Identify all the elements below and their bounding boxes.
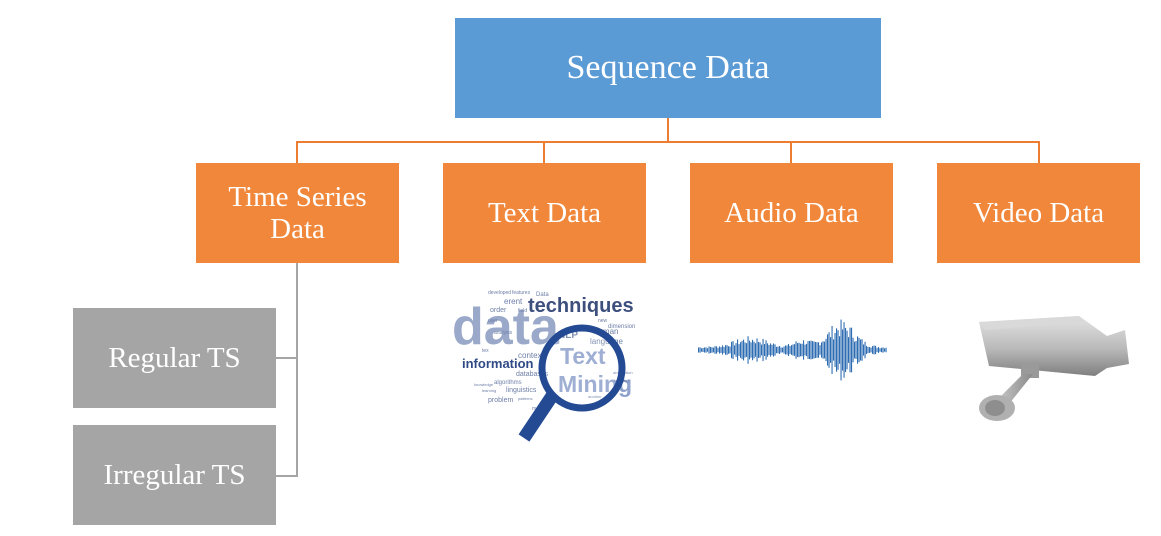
cloud-word: learning: [482, 388, 496, 393]
cloud-word: erent: [504, 297, 523, 306]
category-label: Audio Data: [724, 197, 859, 229]
cloud-word: analysis: [494, 330, 513, 336]
text-mining-word-cloud-image: data techniques information Text Mining …: [452, 290, 635, 442]
cloud-word: human: [594, 327, 618, 336]
category-label: Time Series Data: [228, 181, 367, 245]
waveform-bars: [698, 319, 887, 381]
cloud-word: language: [590, 337, 623, 346]
cloud-word: patterns: [518, 396, 532, 401]
cloud-word: information: [462, 356, 534, 371]
cloud-word: problem: [488, 397, 513, 404]
magnifier-handle: [518, 392, 558, 442]
regular-ts-label: Regular TS: [108, 341, 241, 374]
root-connector-stem: [667, 118, 669, 142]
regular-ts-node: Regular TS: [73, 308, 276, 408]
category-time-series: Time Series Data: [196, 163, 399, 263]
cloud-word: features: [512, 290, 531, 296]
connector-drop-video: [1038, 141, 1040, 163]
security-camera-image: [979, 316, 1129, 421]
audio-waveform-image: [698, 319, 887, 381]
cloud-word: order: [490, 307, 507, 314]
category-label: Text Data: [487, 197, 602, 229]
cloud-word: linguistics: [506, 387, 537, 394]
cloud-word: context: [518, 351, 545, 360]
camera-hood: [979, 316, 1087, 330]
connector-regular-ts: [276, 357, 297, 359]
cloud-word: Text: [560, 343, 606, 369]
connector-irregular-ts: [276, 475, 297, 477]
connector-drop-audio: [790, 141, 792, 163]
category-video: Video Data: [937, 163, 1140, 263]
irregular-ts-node: Irregular TS: [73, 425, 276, 525]
irregular-ts-label: Irregular TS: [103, 458, 246, 491]
category-audio: Audio Data: [690, 163, 893, 263]
magnifier-lens: [538, 324, 626, 412]
cloud-word: developed: [488, 290, 511, 296]
cloud-word: user: [488, 318, 498, 324]
cloud-word: another: [588, 394, 602, 399]
cloud-word: techniques: [528, 295, 634, 317]
camera-mount-bolt: [985, 400, 1005, 416]
cloud-word: new: [598, 318, 608, 324]
cloud-word: dimension: [608, 324, 635, 330]
category-label: Video Data: [972, 197, 1105, 229]
timeseries-connector-stem: [296, 263, 298, 477]
root-label: Sequence Data: [566, 49, 770, 86]
cloud-word: data: [452, 298, 560, 356]
cloud-word: knowledge: [474, 382, 494, 387]
category-text: Text Data: [443, 163, 646, 263]
category-connector-bar: [296, 141, 1040, 143]
cloud-word: NLP: [558, 330, 578, 341]
cloud-word: tex: [482, 348, 489, 354]
root-node: Sequence Data: [455, 18, 881, 118]
cloud-word: field: [518, 308, 527, 314]
camera-body: [979, 316, 1129, 376]
connector-drop-text: [543, 141, 545, 163]
cloud-word: Data: [536, 292, 549, 298]
cloud-word: algorithms: [494, 380, 522, 386]
camera-arm: [997, 374, 1033, 404]
connector-drop-timeseries: [296, 141, 298, 163]
cloud-word: databases: [516, 371, 549, 378]
